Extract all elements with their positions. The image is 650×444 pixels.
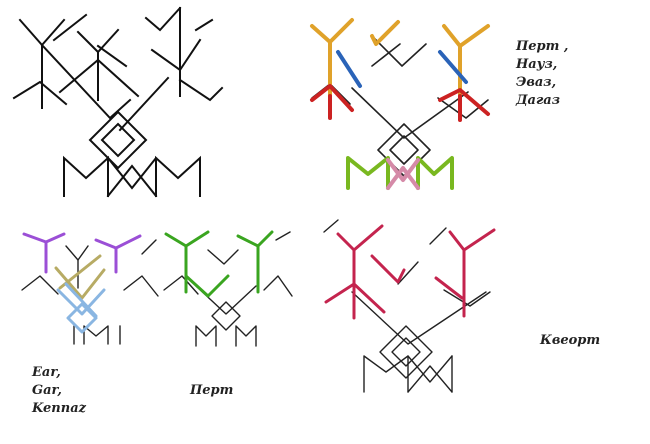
- label-line: Kennaz: [32, 401, 86, 416]
- label-line: Перт: [190, 383, 234, 398]
- label-line: Дагаз: [516, 93, 561, 108]
- glyph-colored-top-right: [310, 18, 490, 190]
- glyph-pert: [163, 230, 293, 347]
- label-line: Квеорт: [540, 333, 601, 348]
- label-line: Перт ,: [516, 39, 569, 54]
- label-line: Gar,: [32, 383, 62, 398]
- glyph-plain-top-left: [12, 6, 224, 198]
- glyph-ear-gar-kennaz: [21, 232, 159, 345]
- label-kveort: Квеорт: [540, 332, 600, 350]
- glyph-kveort: [323, 219, 496, 393]
- label-pert-nauz-evaz-dagaz: Перт , Науз, Эваз, Дагаз: [516, 38, 568, 110]
- label-line: Ear,: [32, 365, 61, 380]
- label-line: Науз,: [516, 57, 558, 72]
- label-line: Эваз,: [516, 75, 557, 90]
- label-ear-gar-kennaz: Ear, Gar, Kennaz: [32, 364, 86, 418]
- label-pert: Перт: [190, 382, 233, 400]
